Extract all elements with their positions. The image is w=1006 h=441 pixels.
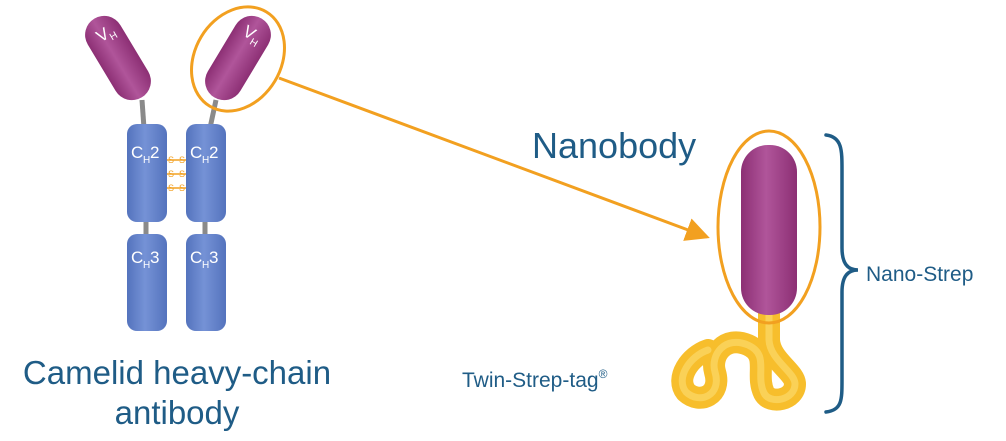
twin-strep-tag-label: Twin-Strep-tag® bbox=[462, 367, 608, 392]
camelid-antibody: V H V H C H 2 C H 2 S S S S S bbox=[85, 5, 286, 331]
nano-strep-label: Nano-Strep bbox=[866, 263, 973, 286]
transition-arrow bbox=[278, 76, 710, 241]
ch3-left-c: C bbox=[131, 248, 143, 267]
ch3-left-sub: H bbox=[143, 260, 150, 271]
ch2-left-sub: H bbox=[143, 155, 150, 166]
registered-mark: ® bbox=[599, 367, 608, 381]
vh-domain-right: V H bbox=[205, 15, 271, 101]
ch3-right-num: 3 bbox=[209, 248, 218, 267]
antibody-caption-line2: antibody bbox=[115, 394, 240, 431]
nano-strep-construct bbox=[671, 129, 822, 411]
ch3-right-sub: H bbox=[202, 260, 209, 271]
ch2-right-num: 2 bbox=[209, 143, 218, 162]
ch3-domain-left: C H 3 bbox=[127, 234, 167, 331]
ch2-domain-right: C H 2 bbox=[186, 124, 226, 222]
ch2-right-c: C bbox=[190, 143, 202, 162]
vh-left-sub: H bbox=[108, 30, 120, 43]
ch3-left-num: 3 bbox=[150, 248, 159, 267]
nanobody-highlight-ellipse bbox=[716, 129, 822, 325]
hinge-linker-left bbox=[139, 99, 147, 129]
ch2-left-num: 2 bbox=[150, 143, 159, 162]
nanobody-domain bbox=[741, 145, 797, 315]
ch2-domain-left: C H 2 bbox=[127, 124, 167, 222]
ch2-right-sub: H bbox=[202, 155, 209, 166]
vh-highlight-ellipse bbox=[190, 5, 286, 113]
nanobody-label: Nanobody bbox=[532, 125, 696, 166]
antibody-caption-line1: Camelid heavy-chain bbox=[23, 354, 331, 391]
ch3-right-c: C bbox=[190, 248, 202, 267]
disulfide-bonds: S S S S S S bbox=[167, 155, 186, 193]
nano-strep-brace bbox=[824, 133, 859, 414]
ch2-left-c: C bbox=[131, 143, 143, 162]
hinge-linker-right bbox=[207, 99, 219, 129]
vh-domain-left: V H bbox=[85, 15, 151, 101]
vh-right-sub: H bbox=[247, 37, 259, 50]
twin-strep-tag-text: Twin-Strep-tag bbox=[462, 369, 599, 392]
ch3-domain-right: C H 3 bbox=[186, 234, 226, 331]
twin-strep-tag-coil bbox=[671, 303, 806, 411]
